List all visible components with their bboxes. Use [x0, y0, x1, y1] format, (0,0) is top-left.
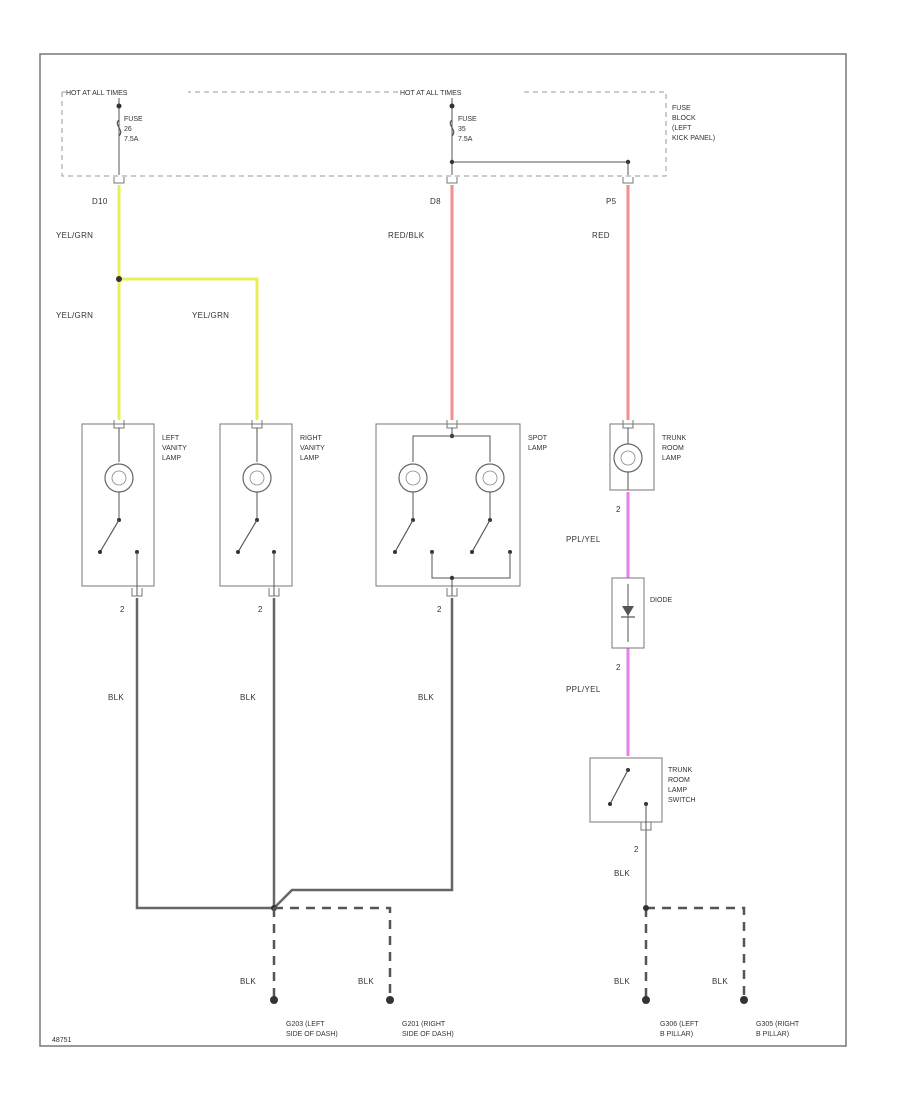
fuse-35-label-3: 7.5A [458, 136, 473, 143]
fuse-block-label-2: BLOCK [672, 115, 696, 122]
fuse-26-label-2: 26 [124, 126, 132, 133]
right-vanity-lamp: RIGHT VANITY LAMP [219, 420, 325, 596]
pin-left-vanity-2: 2 [120, 605, 125, 614]
diode-label: DIODE [650, 597, 673, 604]
ground-g203-label-2: SIDE OF DASH) [286, 1031, 338, 1038]
wire-blk-g1: BLK [240, 977, 256, 986]
lamp-bulb-icon [242, 463, 272, 493]
diode-icon [622, 606, 634, 616]
wire-yel-grn-top: YEL/GRN [56, 231, 93, 240]
left-vanity-label-1: LEFT [162, 435, 180, 442]
right-vanity-label-1: RIGHT [300, 435, 323, 442]
right-vanity-label-2: VANITY [300, 445, 325, 452]
switch-contact-icon [471, 519, 491, 553]
ground-g306-icon [642, 996, 650, 1004]
wire-ppl-yel-2: PPL/YEL [566, 685, 601, 694]
diagram-code: 48751 [52, 1037, 72, 1044]
fuse-35-label-2: 35 [458, 126, 466, 133]
switch-contact-icon [99, 519, 120, 553]
pin-diode-2: 2 [616, 663, 621, 672]
fuse-block-label-1: FUSE [672, 105, 691, 112]
pin-spot-2: 2 [437, 605, 442, 614]
switch-contact-icon [609, 769, 629, 805]
ground-g201-icon [386, 996, 394, 1004]
trunk-room-lamp-switch: TRUNK ROOM LAMP SWITCH [589, 757, 696, 906]
ground-points [270, 996, 748, 1004]
fuse-26-icon [116, 98, 122, 175]
trunk-lamp-label-2: ROOM [662, 445, 684, 452]
trunk-lamp-label-1: TRUNK [662, 435, 686, 442]
yel-grn-wire [117, 185, 259, 420]
ground-dashed-wires [272, 906, 746, 1000]
ground-g306-label-1: G306 (LEFT [660, 1021, 699, 1028]
lamp-bottom-connectors [131, 588, 458, 597]
wire-blk-g3: BLK [614, 977, 630, 986]
right-vanity-label-3: LAMP [300, 455, 319, 462]
spot-lamp-label-2: LAMP [528, 445, 547, 452]
left-vanity-label-2: VANITY [162, 445, 187, 452]
lamp-bulb-icon [475, 463, 505, 493]
fuse-connectors [113, 177, 634, 184]
wire-ppl-yel-1: PPL/YEL [566, 535, 601, 544]
pin-trunk-switch-2: 2 [634, 845, 639, 854]
pin-d10: D10 [92, 197, 108, 206]
diagram-frame [39, 53, 847, 1047]
left-vanity-lamp: LEFT VANITY LAMP [81, 420, 187, 596]
trunk-room-lamp: TRUNK ROOM LAMP [609, 420, 686, 491]
spot-lamp: SPOT LAMP [375, 420, 548, 596]
spot-lamp-label-1: SPOT [528, 435, 548, 442]
ground-splice [643, 905, 649, 911]
wire-blk-1: BLK [108, 693, 124, 702]
ground-g201-label-1: G201 (RIGHT [402, 1021, 446, 1028]
pin-p5: P5 [606, 197, 617, 206]
ground-g305-label-2: B PILLAR) [756, 1031, 789, 1038]
ground-g203-label-1: G203 (LEFT [286, 1021, 325, 1028]
wire-blk-2: BLK [240, 693, 256, 702]
hot-at-all-times-right: HOT AT ALL TIMES [400, 90, 462, 97]
lamp-bulb-icon [613, 443, 643, 473]
trunk-lamp-label-3: LAMP [662, 455, 681, 462]
ground-g305-label-1: G305 (RIGHT [756, 1021, 800, 1028]
left-vanity-label-3: LAMP [162, 455, 181, 462]
wire-yel-grn-right: YEL/GRN [192, 311, 229, 320]
diode: DIODE [611, 577, 673, 649]
pin-d8: D8 [430, 197, 441, 206]
trunk-switch-label-2: ROOM [668, 777, 690, 784]
hot-at-all-times-left: HOT AT ALL TIMES [66, 90, 128, 97]
wire-blk-3: BLK [418, 693, 434, 702]
switch-contact-icon [237, 519, 258, 553]
fuse-block-label-4: KICK PANEL) [672, 135, 715, 142]
pin-right-vanity-2: 2 [258, 605, 263, 614]
fuse-26-label-3: 7.5A [124, 136, 139, 143]
wire-yel-grn-left: YEL/GRN [56, 311, 93, 320]
wire-blk-g2: BLK [358, 977, 374, 986]
wire-red-blk: RED/BLK [388, 231, 425, 240]
wire-red: RED [592, 231, 610, 240]
lamp-bulb-icon [398, 463, 428, 493]
trunk-switch-label-1: TRUNK [668, 767, 692, 774]
ground-g306-label-2: B PILLAR) [660, 1031, 693, 1038]
ground-g203-icon [270, 996, 278, 1004]
trunk-switch-label-3: LAMP [668, 787, 687, 794]
fuse-block-label-3: (LEFT [672, 125, 692, 132]
wire-blk-g4: BLK [712, 977, 728, 986]
fuse-block: HOT AT ALL TIMES HOT AT ALL TIMES FUSE 2… [61, 90, 715, 177]
splice-dot [116, 276, 122, 282]
wire-blk-4: BLK [614, 869, 630, 878]
switch-contact-icon [394, 519, 414, 553]
fuse-35-label-1: FUSE [458, 116, 477, 123]
pin-trunk-lamp-2: 2 [616, 505, 621, 514]
ground-g305-icon [740, 996, 748, 1004]
fuse-26-label-1: FUSE [124, 116, 143, 123]
ground-g201-label-2: SIDE OF DASH) [402, 1031, 454, 1038]
blk-wires [135, 598, 454, 910]
lamp-bulb-icon [104, 463, 134, 493]
trunk-switch-label-4: SWITCH [668, 797, 696, 804]
